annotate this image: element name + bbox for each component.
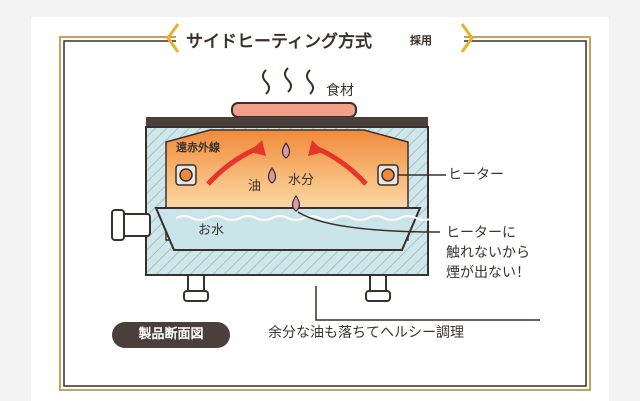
section-badge: 製品断面図 <box>112 322 230 348</box>
title-suffix: 採用 <box>410 34 432 47</box>
infrared-arrowhead-right <box>308 140 324 156</box>
drop-1 <box>281 141 291 159</box>
title-chevron-left <box>166 23 180 53</box>
label-water-drop: 水分 <box>288 173 315 188</box>
label-heater: ヒーター <box>448 167 504 183</box>
healthy-callout-line <box>315 286 540 321</box>
drain-tap-knob <box>111 209 125 241</box>
water-surface <box>175 215 433 221</box>
heater-left <box>175 164 197 186</box>
steam-2 <box>284 67 292 93</box>
title-main: サイドヒーティング方式 <box>186 32 372 52</box>
foot-right <box>365 274 391 302</box>
tray-callout-line <box>297 211 441 233</box>
label-oil: 油 <box>248 179 262 194</box>
heater-note-line-3: 煙が出ない！ <box>446 265 530 281</box>
drop-3 <box>291 194 301 212</box>
title-banner: サイドヒーティング方式 採用 <box>170 20 470 56</box>
steam-3 <box>306 69 314 95</box>
label-infrared: 遠赤外線 <box>176 141 220 154</box>
label-water: お水 <box>198 223 225 238</box>
title-ribbon-bg <box>176 22 464 54</box>
foot-left <box>183 274 209 302</box>
drop-2 <box>267 166 277 184</box>
heater-right <box>377 164 399 186</box>
infrared-arrowhead-left <box>250 140 266 156</box>
label-food: 食材 <box>326 83 354 99</box>
food-slab <box>231 102 357 118</box>
title-chevron-right <box>460 23 474 53</box>
heater-note-line-1: ヒーターに <box>446 225 516 241</box>
steam-1 <box>262 69 270 95</box>
grill-plate <box>146 117 428 127</box>
heater-note-line-2: 触れないから <box>446 245 530 261</box>
water-tray <box>154 207 422 251</box>
healthy-note: 余分な油も落ちてヘルシー調理 <box>268 325 464 341</box>
